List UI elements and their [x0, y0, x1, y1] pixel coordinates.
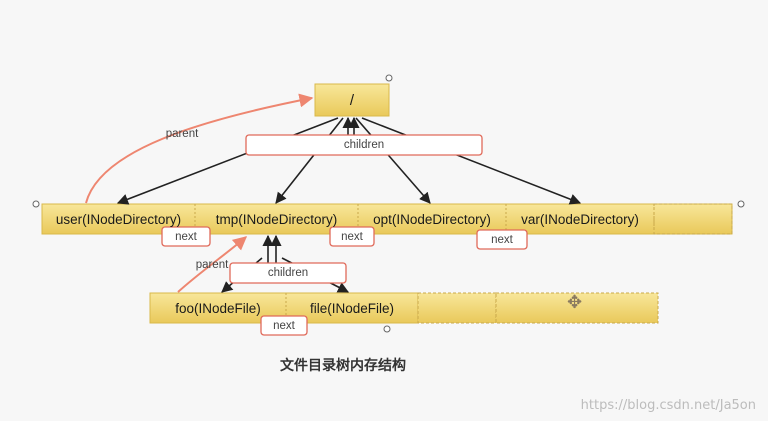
watermark: https://blog.csdn.net/Ja5on: [580, 398, 756, 413]
parent-arrow: [85, 93, 314, 204]
child-arrow: [361, 117, 582, 205]
empty-slot: [417, 292, 497, 324]
child-arrow: [355, 117, 431, 204]
resize-handle: [737, 200, 745, 208]
level1-row: [41, 203, 733, 235]
diagram-caption: 文件目录树内存结构: [280, 358, 406, 374]
node-label-opt: opt(INodeDirectory): [373, 211, 491, 227]
children-label-box: [229, 262, 347, 284]
node-label-tmp: tmp(INodeDirectory): [215, 211, 338, 227]
next-label-box: [260, 315, 308, 336]
root-label: /: [349, 91, 355, 109]
next-label: next: [491, 233, 513, 246]
node-label-foo: foo(INodeFile): [175, 300, 261, 316]
next-label: next: [341, 230, 363, 243]
parent-arrow: [177, 236, 248, 293]
next-label: next: [175, 230, 197, 243]
next-label-box: [476, 229, 528, 250]
next-label-box: [161, 226, 211, 247]
children-label: children: [343, 139, 385, 151]
move-cursor-icon: ✥: [567, 292, 583, 312]
root-node: [314, 83, 390, 117]
parent-label: parent: [195, 259, 229, 271]
empty-slot: [653, 203, 733, 235]
node-label-user: user(INodeDirectory): [55, 211, 182, 227]
next-label: next: [273, 319, 295, 332]
resize-handle: [383, 325, 391, 333]
resize-handle: [32, 200, 40, 208]
node-label-file: file(INodeFile): [309, 300, 395, 316]
next-label-box: [329, 226, 375, 247]
child-arrow: [275, 117, 344, 204]
resize-handle: [385, 74, 393, 82]
child-arrow: [116, 117, 339, 205]
node-label-var: var(INodeDirectory): [521, 211, 639, 227]
children-label: children: [267, 267, 309, 279]
empty-slot: [495, 292, 659, 324]
children-label-box: [245, 134, 483, 156]
parent-label: parent: [165, 128, 199, 140]
